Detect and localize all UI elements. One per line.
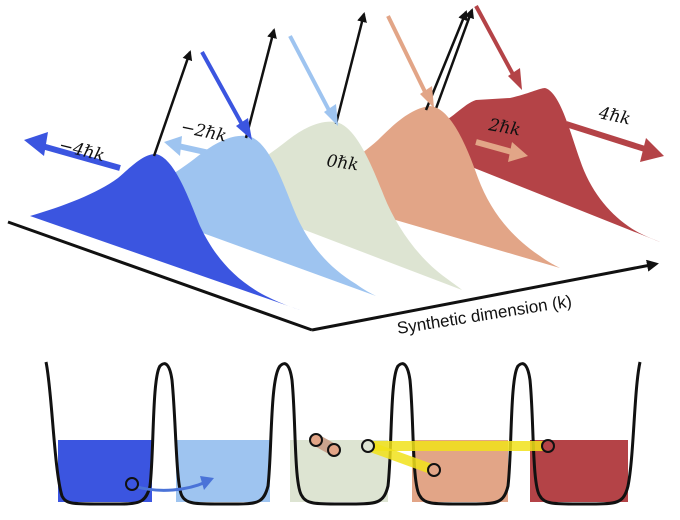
momentum-arrow-plus2 [475, 139, 513, 155]
atom-rung-right [541, 439, 555, 453]
momentum-arrowhead-plus4 [640, 138, 664, 162]
packet-plus2-shape [293, 106, 560, 268]
momentum-arrow-minus4 [41, 143, 121, 171]
coupling-arrow-plus2-to-plus4 [474, 5, 518, 81]
momentum-arrowhead-minus4 [24, 132, 48, 156]
packet-minus2-axis [244, 28, 277, 139]
synthetic-axis [311, 259, 659, 332]
packet-minus4-axis [152, 50, 193, 157]
momentum-arrowhead-minus2 [164, 136, 182, 156]
momentum-arrowhead-plus2 [508, 142, 528, 162]
coupling-arrow-zero-to-plus2 [386, 15, 430, 99]
tunneling-arrowhead [200, 476, 214, 490]
packet-minus2-shape [112, 135, 376, 296]
packet-minus4 [30, 50, 300, 310]
synthetic-axis-title: Synthetic dimension (k) [396, 292, 573, 338]
atom-zero-a [309, 433, 323, 447]
label-minus4: −4ℏk [57, 135, 107, 166]
label-minus2: −2ℏk [179, 117, 228, 146]
coupling-arrowhead-minus4 [236, 118, 252, 140]
coupling-arrows [200, 5, 522, 140]
coupling-arrowhead-minus2 [324, 104, 338, 126]
packet-plus4-axis [432, 8, 474, 115]
coupling-arrow-minus4-to-minus2 [200, 51, 246, 129]
coupling-arrowhead-plus2 [508, 68, 522, 90]
wavepackets [30, 8, 660, 310]
packet-plus4 [402, 8, 660, 242]
momentum-arrow-minus2 [177, 143, 215, 157]
coupling-arrowhead-zero [420, 86, 434, 108]
label-zero: 0ℏk [325, 151, 360, 175]
atom-rung-lower [427, 463, 441, 477]
label-plus4: 4ℏk [596, 103, 633, 129]
packet-minus2 [112, 28, 376, 296]
atom-zero-b [327, 443, 341, 457]
rung-link-lower [363, 441, 439, 475]
momentum-arrow-plus4 [565, 121, 649, 153]
atom-rung-left [361, 439, 375, 453]
coupling-arrow-minus2-to-zero [288, 35, 334, 117]
well-fill-minus4 [58, 440, 152, 502]
well-fill-minus2 [176, 440, 270, 502]
rung-links [361, 439, 555, 477]
packet-minus4-shape [30, 154, 300, 310]
molecule-pair [309, 433, 341, 457]
atom-minus4 [125, 477, 139, 491]
depth-axis [7, 220, 313, 332]
potential-wells [44, 361, 642, 506]
packet-plus4-shape [402, 88, 660, 242]
well-potential-curve [44, 361, 642, 506]
tunneling-arrow [133, 480, 207, 492]
packet-zero-axis [334, 12, 367, 125]
